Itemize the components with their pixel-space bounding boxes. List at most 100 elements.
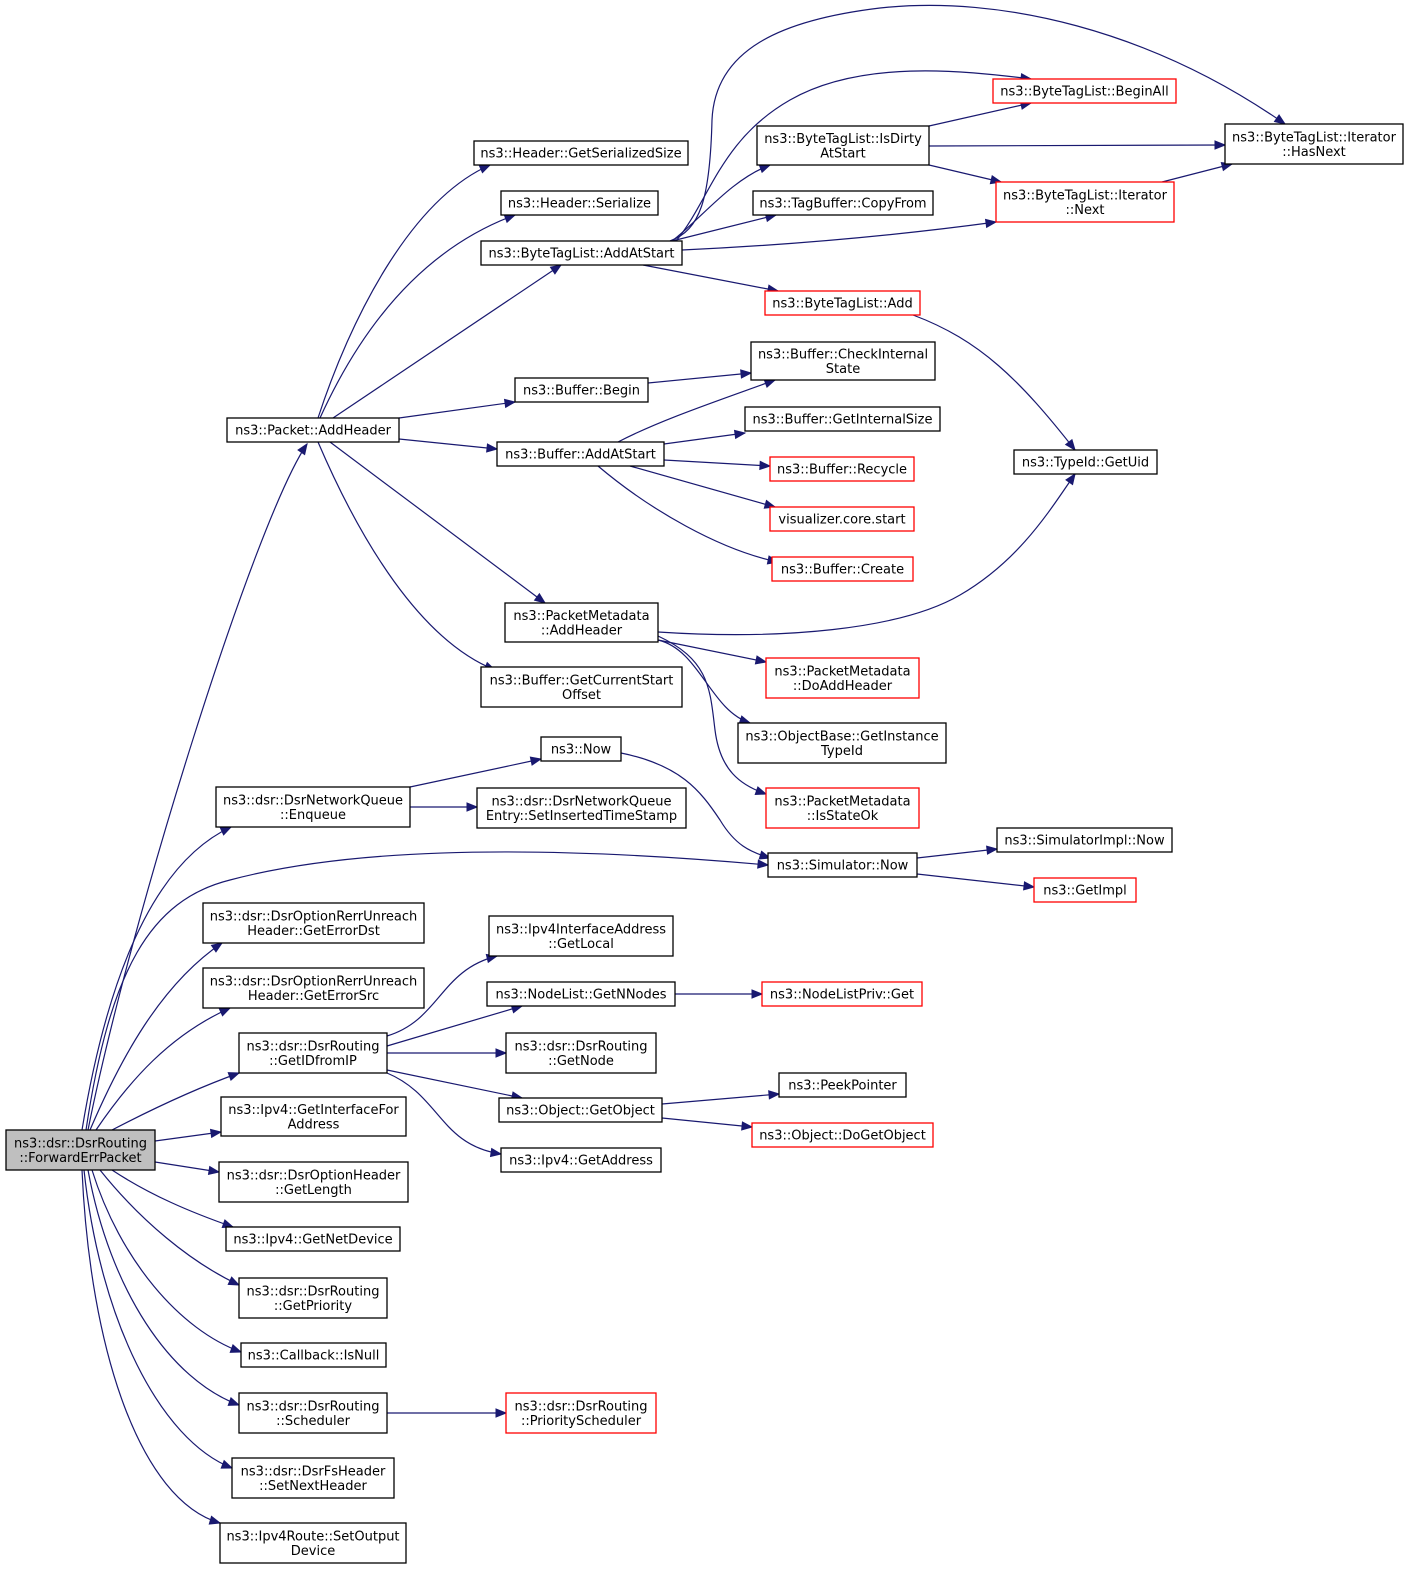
node-dsr_priorityscheduler[interactable]: ns3::dsr::DsrRouting::PriorityScheduler [505, 1392, 657, 1434]
arrowhead-typeid_getuid [1065, 472, 1076, 486]
arrowhead-dsr_scheduler [227, 1396, 241, 1406]
edge-dsr_getidfromip-to-nodelist_getnnodes [386, 1005, 523, 1047]
arrowhead-buffer_recycle [759, 460, 772, 471]
node-label: ns3::Buffer::CheckInternal [758, 347, 928, 362]
node-now[interactable]: ns3::Now [540, 736, 622, 762]
node-dsr_getnode[interactable]: ns3::dsr::DsrRouting::GetNode [505, 1032, 657, 1074]
node-btl_beginall[interactable]: ns3::ByteTagList::BeginAll [992, 78, 1177, 104]
node-callback_isnull[interactable]: ns3::Callback::IsNull [240, 1342, 387, 1368]
arrowhead-dsr_getpriority [227, 1276, 241, 1286]
node-box [752, 190, 934, 216]
edge-addheader-to-btl_addatstart [332, 264, 562, 419]
node-box [226, 417, 400, 443]
node-label: Device [291, 1544, 335, 1559]
node-nodelistpriv_get[interactable]: ns3::NodeListPriv::Get [761, 981, 923, 1007]
node-label: ns3::PacketMetadata [513, 609, 649, 624]
node-visualizer_start[interactable]: visualizer.core.start [769, 506, 915, 532]
edge-object_getobject-to-object_dogetobject [661, 1117, 753, 1128]
node-label: ns3::NodeList::GetNNodes [495, 988, 666, 1003]
node-buffer_getinternalsize[interactable]: ns3::Buffer::GetInternalSize [744, 406, 941, 432]
node-tagbuffer_copyfrom[interactable]: ns3::TagBuffer::CopyFrom [752, 190, 934, 216]
node-box [995, 181, 1175, 223]
node-label: visualizer.core.start [778, 513, 905, 528]
edge-fwd-to-dsrfs_setnextheader [83, 1169, 233, 1469]
node-nodelist_getnnodes[interactable]: ns3::NodeList::GetNNodes [486, 981, 676, 1007]
node-box [488, 915, 674, 957]
node-ipv4_getaddress[interactable]: ns3::Ipv4::GetAddress [500, 1147, 662, 1173]
node-label: ns3::dsr::DsrRouting [14, 1136, 147, 1151]
arrowhead-getimpl [1023, 881, 1036, 891]
node-pm_addheader[interactable]: ns3::PacketMetadata::AddHeader [504, 602, 659, 643]
edge-buffer_addatstart-to-visualizer_start [629, 465, 776, 508]
node-label: Header::GetErrorDst [247, 924, 380, 939]
edge-pm_addheader-to-pm_isstateok [657, 635, 767, 795]
node-label: ::AddHeader [541, 623, 623, 638]
node-rerr_geterrordst[interactable]: ns3::dsr::DsrOptionRerrUnreachHeader::Ge… [202, 902, 425, 944]
node-btl_addatstart[interactable]: ns3::ByteTagList::AddAtStart [480, 240, 683, 266]
node-fwd[interactable]: ns3::dsr::DsrRouting::ForwardErrPacket [5, 1129, 156, 1171]
arrowhead-sim_now [757, 859, 770, 869]
edge-addheader-to-getsersize [317, 164, 491, 419]
node-btl_hasnext[interactable]: ns3::ByteTagList::Iterator::HasNext [1224, 123, 1404, 165]
node-buffer_create[interactable]: ns3::Buffer::Create [771, 556, 914, 582]
arrowhead-btl_hasnext [1214, 140, 1227, 150]
arrowhead-dsr_getidfromip [227, 1072, 241, 1082]
node-simimpl_now[interactable]: ns3::SimulatorImpl::Now [996, 827, 1173, 853]
arrowhead-buffer_checkinternal [740, 369, 753, 379]
arrowhead-btl_next [984, 218, 998, 229]
node-pm_doaddheader[interactable]: ns3::PacketMetadata::DoAddHeader [765, 657, 920, 699]
node-dsrfs_setnextheader[interactable]: ns3::dsr::DsrFsHeader::SetNextHeader [231, 1457, 395, 1499]
node-btl_add[interactable]: ns3::ByteTagList::Add [764, 290, 921, 316]
edge-btl_isdirty-to-btl_beginall [928, 102, 1032, 127]
edge-buffer_begin-to-buffer_checkinternal [647, 372, 752, 384]
node-label: ns3::Ipv4::GetInterfaceFor [228, 1103, 399, 1118]
node-label: ns3::SimulatorImpl::Now [1004, 834, 1165, 849]
node-peekpointer[interactable]: ns3::PeekPointer [778, 1072, 907, 1098]
node-box [751, 1122, 934, 1148]
node-label: ::ForwardErrPacket [19, 1151, 141, 1166]
node-btl_next[interactable]: ns3::ByteTagList::Iterator::Next [995, 181, 1175, 223]
node-dsr_getpriority[interactable]: ns3::dsr::DsrRouting::GetPriority [238, 1277, 388, 1319]
arrowhead-dnq_enqueue [219, 826, 233, 836]
arrowhead-dsr_getnode [495, 1048, 508, 1058]
node-ipv4_getnetdevice[interactable]: ns3::Ipv4::GetNetDevice [225, 1226, 401, 1252]
node-label: ns3::ByteTagList::AddAtStart [489, 247, 675, 262]
node-label: ns3::Header::Serialize [508, 197, 651, 212]
arrowhead-callback_isnull [229, 1343, 243, 1353]
node-box [1013, 449, 1158, 475]
node-box [761, 981, 923, 1007]
node-label: ns3::TypeId::GetUid [1022, 456, 1149, 471]
node-addheader[interactable]: ns3::Packet::AddHeader [226, 417, 400, 443]
node-object_dogetobject[interactable]: ns3::Object::DoGetObject [751, 1122, 934, 1148]
node-label: ns3::GetImpl [1043, 884, 1127, 899]
node-getsersize[interactable]: ns3::Header::GetSerializedSize [473, 140, 689, 166]
node-box [476, 787, 687, 829]
node-typeid_getuid[interactable]: ns3::TypeId::GetUid [1013, 449, 1158, 475]
node-object_getobject[interactable]: ns3::Object::GetObject [498, 1097, 663, 1123]
arrowhead-dsrfs_setnextheader [220, 1459, 234, 1469]
node-rerr_geterrorsrc[interactable]: ns3::dsr::DsrOptionRerrUnreachHeader::Ge… [202, 967, 425, 1009]
node-getimpl[interactable]: ns3::GetImpl [1033, 877, 1137, 903]
node-buffer_recycle[interactable]: ns3::Buffer::Recycle [769, 456, 915, 482]
node-sim_now[interactable]: ns3::Simulator::Now [767, 852, 918, 878]
node-dnqe_setinserted[interactable]: ns3::dsr::DsrNetworkQueueEntry::SetInser… [476, 787, 687, 829]
node-box [504, 602, 659, 643]
node-serialize[interactable]: ns3::Header::Serialize [500, 190, 659, 216]
node-dsr_scheduler[interactable]: ns3::dsr::DsrRouting::Scheduler [238, 1392, 388, 1434]
arrowhead-sim_now [758, 850, 772, 860]
node-label: ns3::PacketMetadata [774, 664, 910, 679]
node-dsroh_getlength[interactable]: ns3::dsr::DsrOptionHeader::GetLength [218, 1161, 409, 1203]
node-buffer_begin[interactable]: ns3::Buffer::Begin [514, 377, 649, 403]
node-buffer_addatstart[interactable]: ns3::Buffer::AddAtStart [496, 441, 665, 467]
node-dsr_getidfromip[interactable]: ns3::dsr::DsrRouting::GetIDfromIP [238, 1032, 388, 1074]
node-dnq_enqueue[interactable]: ns3::dsr::DsrNetworkQueue::Enqueue [215, 786, 411, 828]
node-ipv4ia_getlocal[interactable]: ns3::Ipv4InterfaceAddress::GetLocal [488, 915, 674, 957]
node-pm_isstateok[interactable]: ns3::PacketMetadata::IsStateOk [765, 787, 920, 829]
node-label: ns3::dsr::DsrOptionHeader [227, 1168, 401, 1183]
